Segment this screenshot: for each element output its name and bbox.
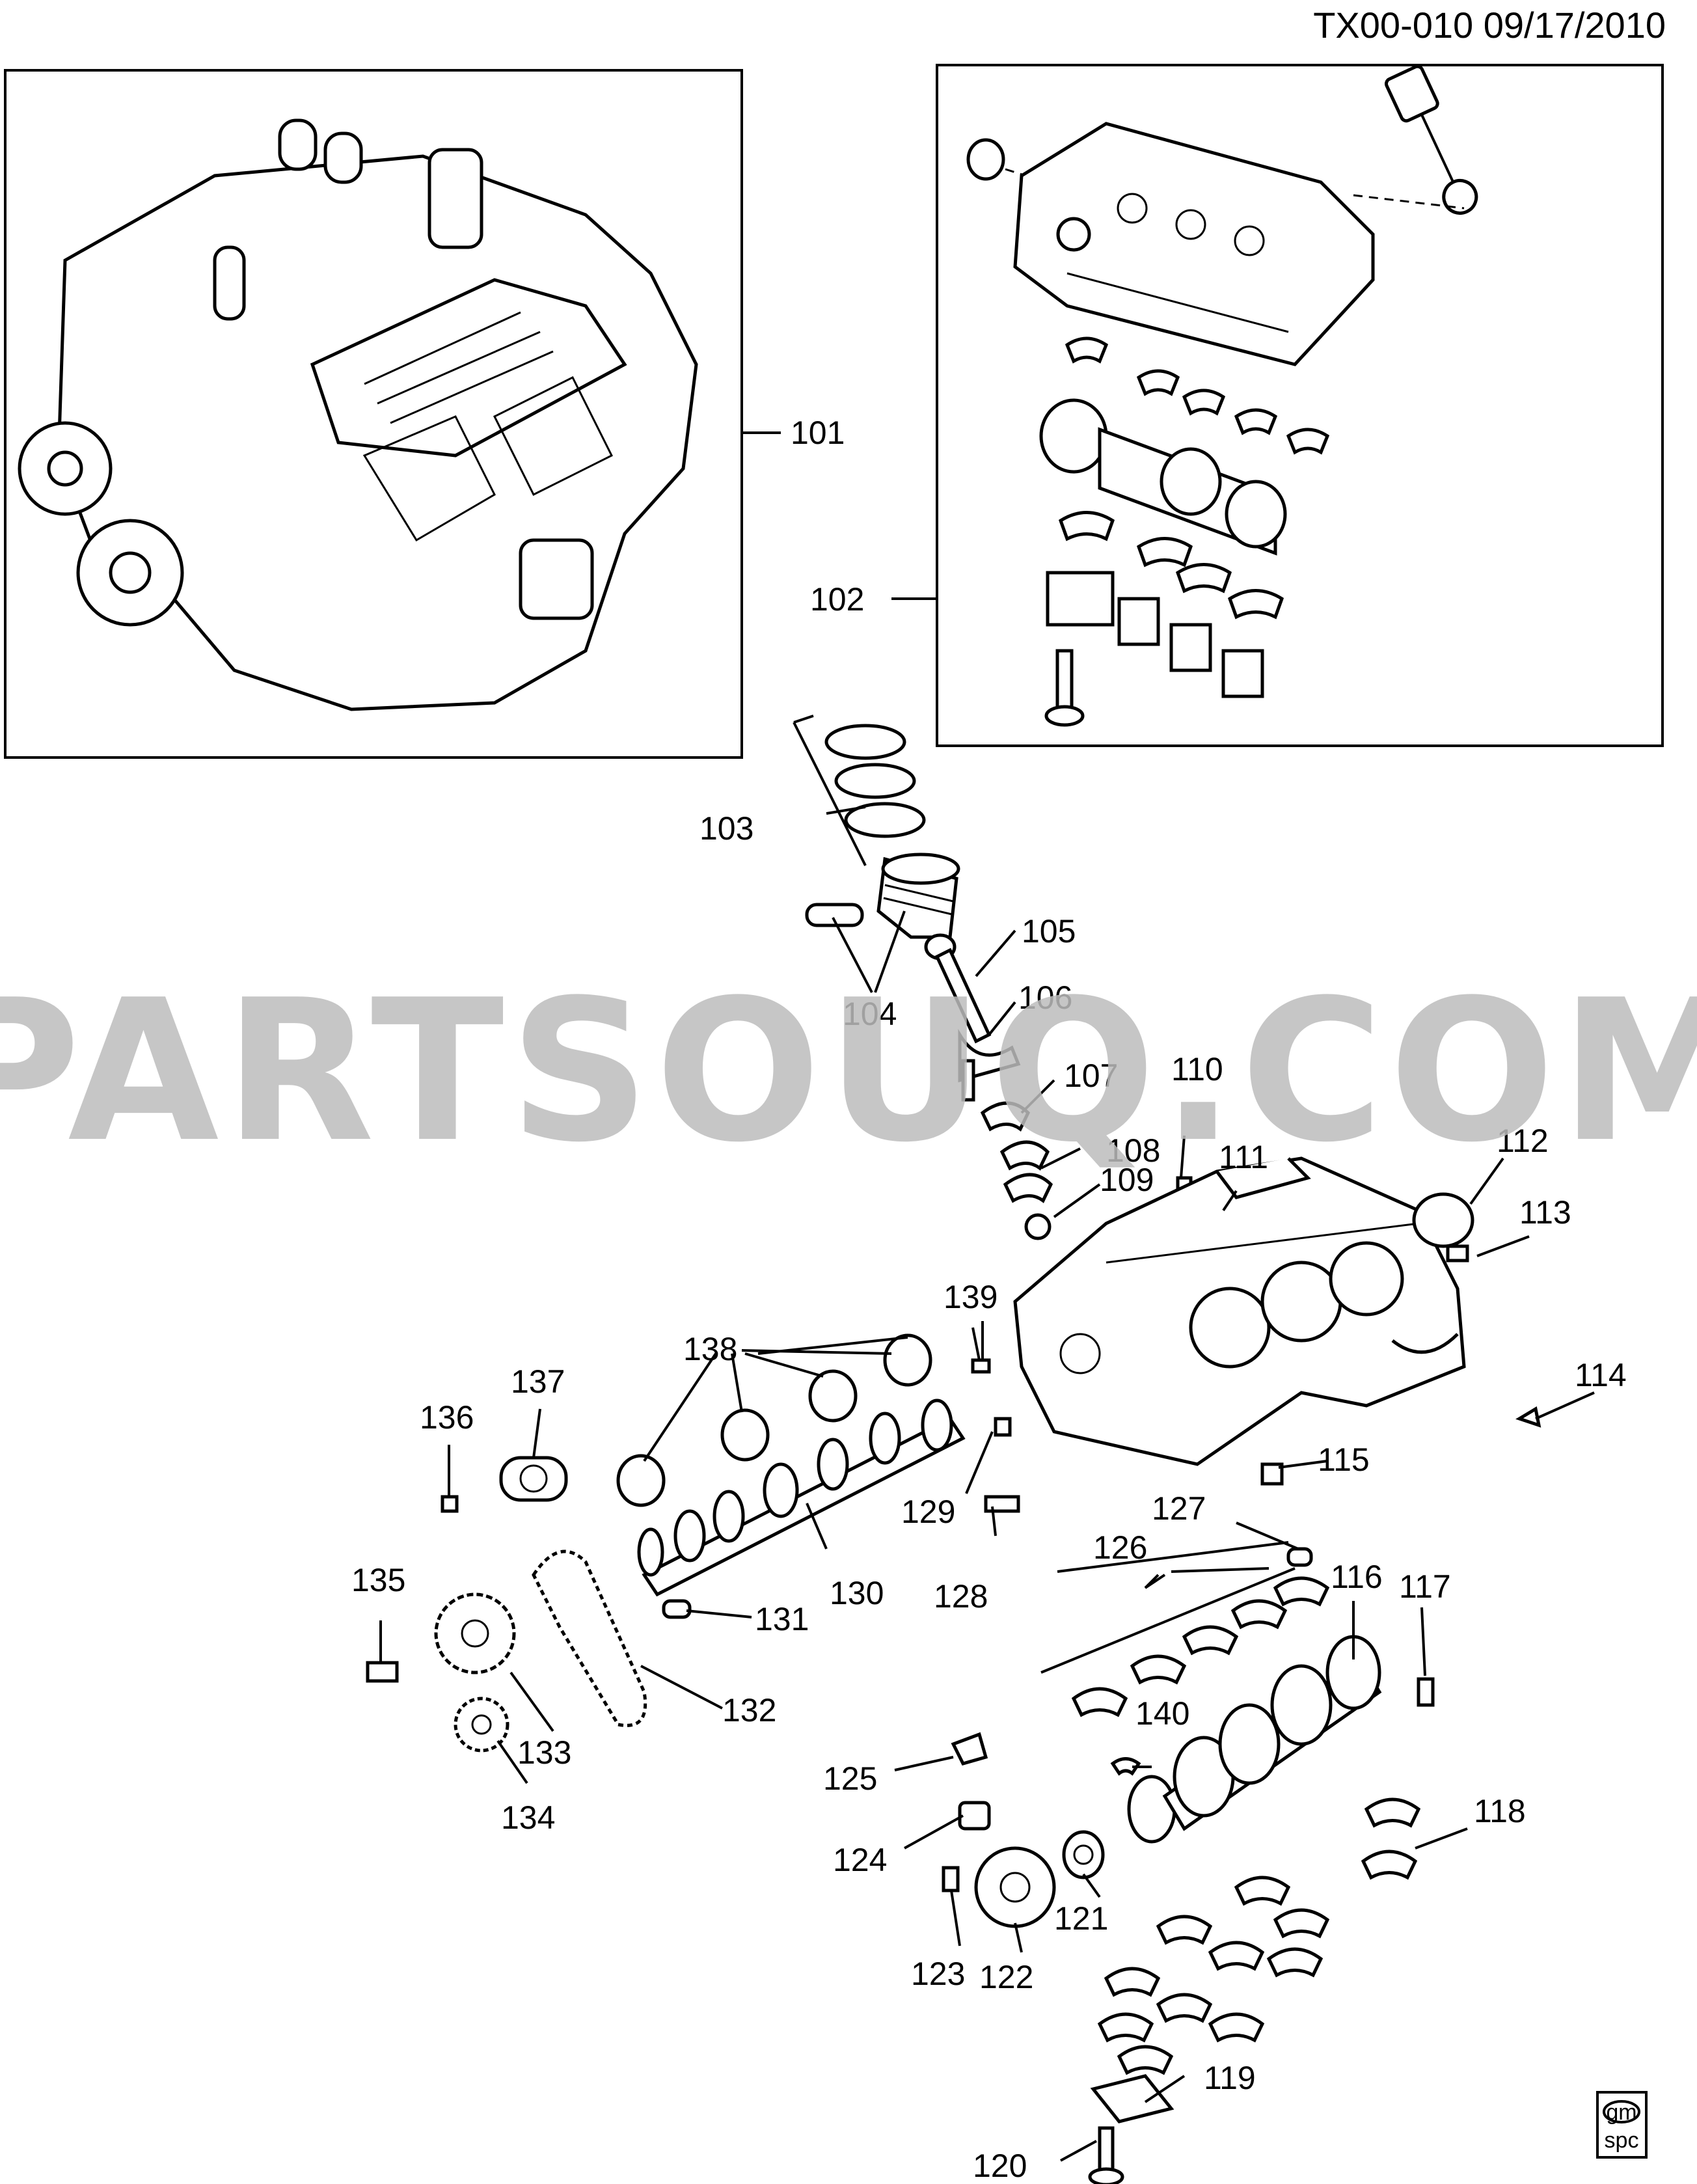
callout-106: 106 <box>1018 979 1072 1016</box>
callout-125: 125 <box>823 1760 877 1797</box>
gm-spo-logo: gm spc <box>1596 2091 1648 2159</box>
complete-engine-frame <box>4 69 743 759</box>
engine-block <box>1013 1156 1474 1466</box>
callout-134: 134 <box>501 1799 555 1836</box>
watermark: PARTSOUQ.COM <box>0 958 1697 1185</box>
callout-119: 119 <box>1204 2060 1256 2096</box>
callout-108: 108 <box>1106 1132 1160 1169</box>
logo-line1: gm <box>1606 2100 1636 2125</box>
callout-114: 114 <box>1575 1357 1627 1393</box>
thrust-plate <box>441 1456 568 1513</box>
bearing-cap <box>1088 2074 1174 2184</box>
complete-engine-illustration <box>18 118 698 711</box>
crankshaft <box>1127 1635 1435 1844</box>
partial-engine-frame <box>936 64 1664 747</box>
callout-139: 139 <box>944 1279 998 1315</box>
leader-lines <box>379 431 1595 2162</box>
callout-109: 109 <box>1100 1162 1154 1198</box>
callout-128: 128 <box>934 1578 988 1615</box>
callout-labels: 101 102 103 104 105 106 107 108 109 110 … <box>351 415 1627 2184</box>
crank-sprocket <box>454 1697 509 1753</box>
piston <box>805 853 960 939</box>
callout-104: 104 <box>843 996 897 1032</box>
callout-132: 132 <box>722 1692 776 1728</box>
callout-136: 136 <box>420 1399 474 1436</box>
callout-122: 122 <box>979 1959 1033 1995</box>
callout-133: 133 <box>517 1734 571 1771</box>
callout-107: 107 <box>1064 1058 1118 1094</box>
callout-138: 138 <box>683 1331 737 1367</box>
callout-102: 102 <box>810 581 864 618</box>
callout-115: 115 <box>1318 1441 1370 1478</box>
sensor-parts <box>951 1732 1141 1831</box>
callout-110: 110 <box>1171 1051 1223 1087</box>
bolts-small <box>366 1358 1541 1683</box>
callout-112: 112 <box>1497 1123 1549 1159</box>
callout-117: 117 <box>1399 1568 1451 1605</box>
camshaft <box>637 1399 966 1619</box>
callout-113: 113 <box>1519 1194 1571 1231</box>
cam-bearings <box>616 1333 932 1507</box>
callout-111: 111 <box>1219 1139 1268 1175</box>
callout-101: 101 <box>791 415 845 451</box>
callout-127: 127 <box>1152 1490 1206 1527</box>
callout-116: 116 <box>1331 1559 1383 1595</box>
timing-chain <box>532 1549 647 1727</box>
callout-124: 124 <box>833 1842 887 1878</box>
diagram-code: TX00-010 09/17/2010 <box>1313 5 1666 46</box>
main-bearings <box>1071 1576 1421 2075</box>
partial-engine-illustration <box>966 64 1478 727</box>
callout-118: 118 <box>1474 1793 1526 1829</box>
callout-129: 129 <box>901 1494 955 1530</box>
callout-120: 120 <box>973 2148 1027 2184</box>
callout-121: 121 <box>1054 1900 1108 1937</box>
crank-balancer <box>942 1830 1105 1928</box>
callout-140: 140 <box>1135 1695 1189 1732</box>
callout-123: 123 <box>911 1956 965 1992</box>
callout-126: 126 <box>1093 1529 1147 1566</box>
callout-130: 130 <box>830 1575 884 1611</box>
cam-sprocket <box>434 1592 516 1674</box>
callout-105: 105 <box>1022 913 1076 949</box>
piston-ring-set <box>793 715 926 866</box>
callout-103: 103 <box>699 810 753 847</box>
logo-line2: spc <box>1605 2128 1639 2153</box>
callout-131: 131 <box>755 1601 809 1637</box>
callout-135: 135 <box>351 1562 405 1598</box>
callout-137: 137 <box>511 1363 565 1400</box>
